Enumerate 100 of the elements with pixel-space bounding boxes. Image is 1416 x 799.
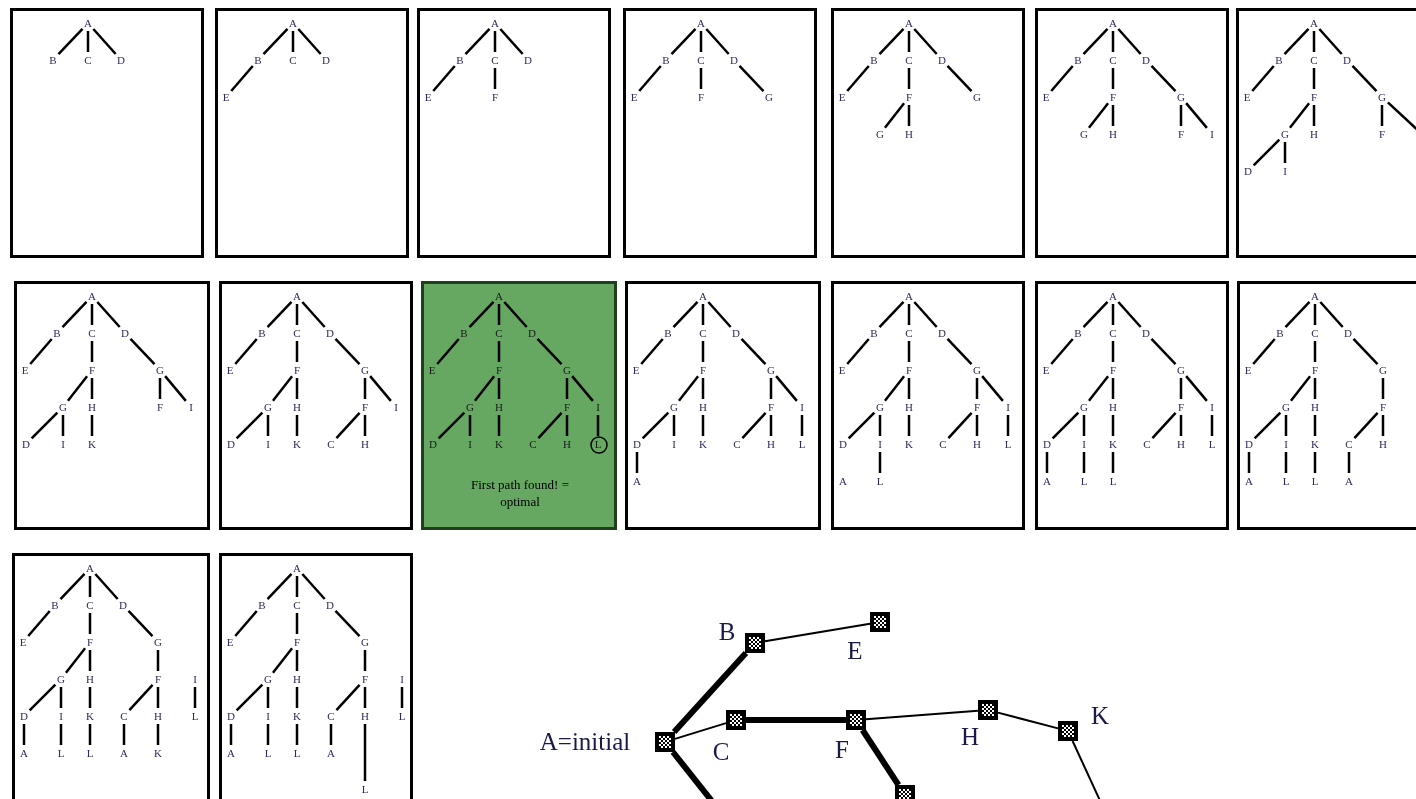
tree-letter: K	[1309, 437, 1321, 451]
tree-branch	[266, 687, 270, 708]
tree-branch	[1117, 28, 1142, 55]
tree-letter: H	[1308, 127, 1320, 141]
tree-branch	[295, 378, 299, 399]
tree-branch	[1150, 337, 1177, 366]
tree-letter: H	[1175, 437, 1187, 451]
tree-letter: C	[287, 53, 299, 67]
tree-panel	[215, 8, 409, 258]
tree-branch	[536, 337, 563, 366]
tree-letter: I	[185, 400, 197, 414]
tree-letter: L	[1309, 474, 1321, 488]
tree-letter: L	[592, 437, 604, 451]
tree-letter: L	[874, 474, 886, 488]
tree-branch	[1283, 27, 1310, 56]
tree-letter: C	[903, 326, 915, 340]
tree-branch	[266, 415, 270, 436]
tree-letter: F	[1308, 90, 1320, 104]
tree-letter: E	[224, 363, 236, 377]
tree-branch	[86, 31, 90, 52]
tree-letter: I	[592, 400, 604, 414]
tree-branch	[1351, 64, 1378, 93]
tree-letter: D	[631, 437, 643, 451]
tree-branch	[156, 687, 160, 708]
tree-branch	[913, 28, 938, 55]
tree-branch	[1313, 378, 1317, 399]
tree-branch	[1006, 415, 1010, 436]
tree-letter: C	[84, 598, 96, 612]
tree-branch	[878, 452, 882, 473]
tree-branch	[436, 338, 460, 365]
tree-letter: A	[631, 474, 643, 488]
tree-letter: B	[256, 598, 268, 612]
tree-letter: K	[493, 437, 505, 451]
tree-letter: G	[55, 672, 67, 686]
tree-letter: I	[55, 709, 67, 723]
tree-letter: B	[1274, 326, 1286, 340]
tree-branch	[738, 64, 765, 93]
tree-letter: I	[668, 437, 680, 451]
tree-panel	[1237, 281, 1416, 530]
tree-branch	[262, 27, 289, 56]
tree-branch	[1111, 415, 1115, 436]
node-label: B	[718, 618, 736, 646]
tree-branch	[1381, 378, 1385, 399]
tree-branch	[1210, 415, 1214, 436]
tree-branch	[363, 687, 367, 708]
tree-branch	[1117, 301, 1142, 328]
tree-panel	[219, 553, 413, 799]
tree-branch	[92, 28, 117, 55]
tree-branch	[1353, 412, 1379, 439]
tree-letter: F	[971, 400, 983, 414]
tree-letter: D	[1342, 326, 1354, 340]
tree-letter: E	[836, 363, 848, 377]
tree-letter: B	[1273, 53, 1285, 67]
tree-letter: G	[464, 400, 476, 414]
tree-branch	[740, 337, 767, 366]
tree-letter: K	[86, 437, 98, 451]
tree-letter: F	[1309, 363, 1321, 377]
tree-letter: G	[1377, 363, 1389, 377]
tree-panel	[12, 553, 210, 799]
tree-letter: C	[1141, 437, 1153, 451]
tree-letter: A	[86, 289, 98, 303]
tree-branch	[90, 341, 94, 362]
tree-letter: I	[262, 437, 274, 451]
tree-letter: K	[291, 709, 303, 723]
tree-branch	[90, 304, 94, 325]
tree-branch	[64, 647, 87, 674]
tree-letter: I	[796, 400, 808, 414]
tree-branch	[1313, 415, 1317, 436]
tree-letter: D	[1242, 164, 1254, 178]
graph-edge	[746, 717, 846, 723]
tree-letter: G	[359, 635, 371, 649]
tree-branch	[400, 687, 404, 708]
tree-branch	[122, 724, 126, 745]
tree-letter: E	[19, 363, 31, 377]
tree-branch	[59, 572, 86, 601]
tree-letter: F	[1376, 127, 1388, 141]
tree-branch	[1179, 415, 1183, 436]
tree-letter: D	[1140, 53, 1152, 67]
tree-letter: C	[1308, 53, 1320, 67]
tree-branch	[741, 412, 767, 439]
tree-branch	[878, 415, 882, 436]
tree-branch	[907, 415, 911, 436]
tree-letter: I	[1279, 164, 1291, 178]
tree-letter: I	[57, 437, 69, 451]
tree-letter: G	[668, 400, 680, 414]
tree-letter: H	[84, 672, 96, 686]
tree-branch	[1185, 375, 1208, 402]
graph-edge	[764, 622, 871, 643]
tree-branch	[1082, 300, 1109, 329]
tree-letter: D	[324, 598, 336, 612]
tree-branch	[1284, 452, 1288, 473]
tree-letter: B	[660, 53, 672, 67]
tree-letter: A	[697, 289, 709, 303]
tree-branch	[335, 684, 361, 711]
tree-letter: G	[561, 363, 573, 377]
tree-branch	[156, 650, 160, 671]
tree-branch	[1050, 338, 1074, 365]
tree-branch	[1185, 102, 1208, 129]
tree-branch	[565, 415, 569, 436]
tree-letter: B	[49, 598, 61, 612]
